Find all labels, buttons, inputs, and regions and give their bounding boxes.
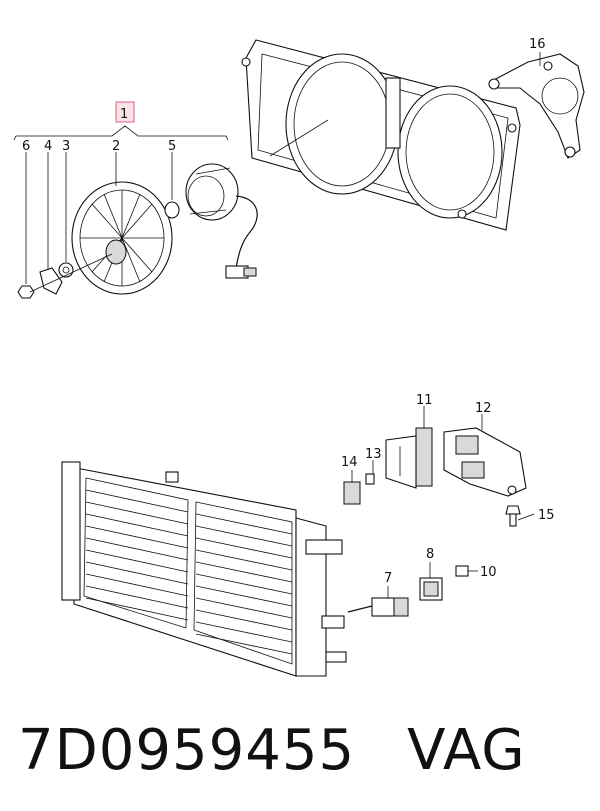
fan-mounting-hardware xyxy=(17,253,113,299)
bolt-15 xyxy=(505,505,521,527)
callout-15: 15 xyxy=(538,508,555,523)
connector-8 xyxy=(419,577,443,601)
callout-7: 7 xyxy=(384,571,392,586)
mounting-bracket-16 xyxy=(488,53,585,159)
callout-14: 14 xyxy=(341,455,358,470)
callout-2: 2 xyxy=(112,139,120,154)
callout-6: 6 xyxy=(22,139,30,154)
connector-14 xyxy=(343,481,361,505)
callout-8: 8 xyxy=(426,547,434,562)
pin-13 xyxy=(365,473,375,485)
brand-name: VAG xyxy=(407,718,526,783)
callout-12: 12 xyxy=(475,401,492,416)
part-caption: 7D0959455 VAG xyxy=(18,706,588,796)
callout-group-1 xyxy=(13,101,229,141)
fan-motor xyxy=(164,163,258,279)
callout-3: 3 xyxy=(62,139,70,154)
seal-10 xyxy=(455,565,469,577)
radiator xyxy=(61,461,347,677)
fan-wheel-2 xyxy=(71,181,173,295)
callout-16: 16 xyxy=(529,37,546,52)
callout-4: 4 xyxy=(44,139,52,154)
highlight-box-1 xyxy=(115,101,135,123)
parts-diagram: 1 6 4 3 2 5 16 11 12 13 14 15 7 8 10 xyxy=(13,37,585,677)
callout-1: 1 xyxy=(120,107,128,122)
leader-lines-lower xyxy=(351,406,535,598)
part-number: 7D0959455 xyxy=(18,718,356,783)
callout-11: 11 xyxy=(416,393,433,408)
temperature-switch-7 xyxy=(347,597,409,617)
bracket-12 xyxy=(443,427,527,497)
leader-lines-upper xyxy=(25,52,541,284)
callout-13: 13 xyxy=(365,447,382,462)
relay-bracket-11 xyxy=(385,427,433,489)
callout-10: 10 xyxy=(480,565,497,580)
callout-5: 5 xyxy=(168,139,176,154)
fan-shroud xyxy=(241,39,521,231)
